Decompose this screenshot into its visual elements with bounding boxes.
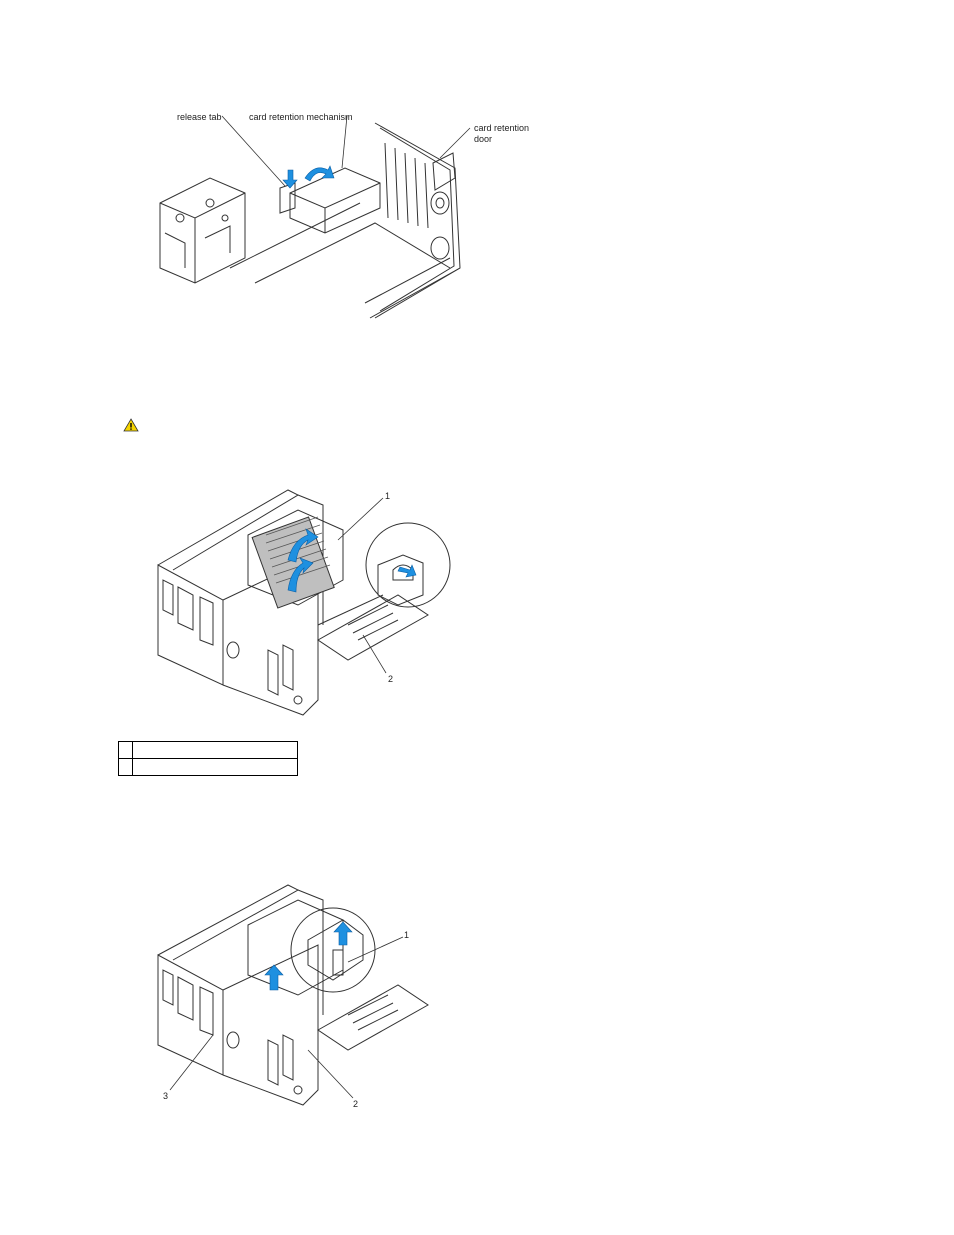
legend-text: [132, 741, 298, 759]
card-retention-illustration: [159, 115, 471, 319]
warning-triangle-icon: [123, 418, 139, 432]
label-release-tab: release tab: [177, 112, 222, 122]
callout-1: 1: [385, 491, 391, 501]
callout-2: 2: [353, 1099, 359, 1109]
label-card-retention-door-1: card retention: [474, 123, 530, 133]
table-row: [118, 741, 298, 759]
table-row: [118, 758, 298, 776]
figure-card-retention: release tab card retention mechanism car…: [150, 108, 540, 328]
label-card-retention-mechanism: card retention mechanism: [249, 112, 353, 122]
label-card-retention-door-2: door: [474, 134, 493, 144]
figure-fan-bracket-removal: 1 2 3: [148, 880, 438, 1115]
legend-number: [118, 741, 133, 759]
callout-legend-table: [118, 741, 298, 776]
callout-3: 3: [163, 1091, 169, 1101]
callout-1: 1: [404, 930, 410, 940]
legend-text: [132, 758, 298, 776]
legend-number: [118, 758, 133, 776]
figure-card-fan-removal: 1 2: [148, 485, 468, 720]
fan-bracket-illustration: [157, 884, 429, 1106]
callout-2: 2: [388, 674, 394, 684]
card-fan-illustration: [157, 489, 451, 716]
